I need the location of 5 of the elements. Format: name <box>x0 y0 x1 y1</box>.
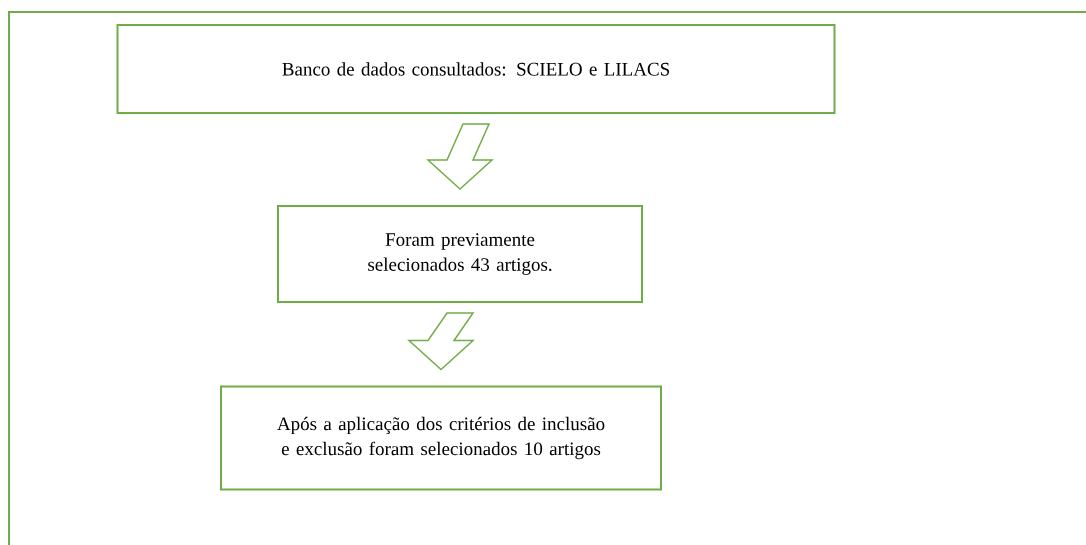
process-box: Foram previamente selecionados 43 artigos. <box>277 205 643 303</box>
block-arrow <box>407 312 475 371</box>
process-box: Após a aplicação dos critérios de inclusão e exclusão foram selecionados 10 artigos <box>220 385 662 491</box>
block-arrow <box>426 123 494 190</box>
process-box: Banco de dados consultados: SCIELO e LILACS <box>116 24 836 114</box>
